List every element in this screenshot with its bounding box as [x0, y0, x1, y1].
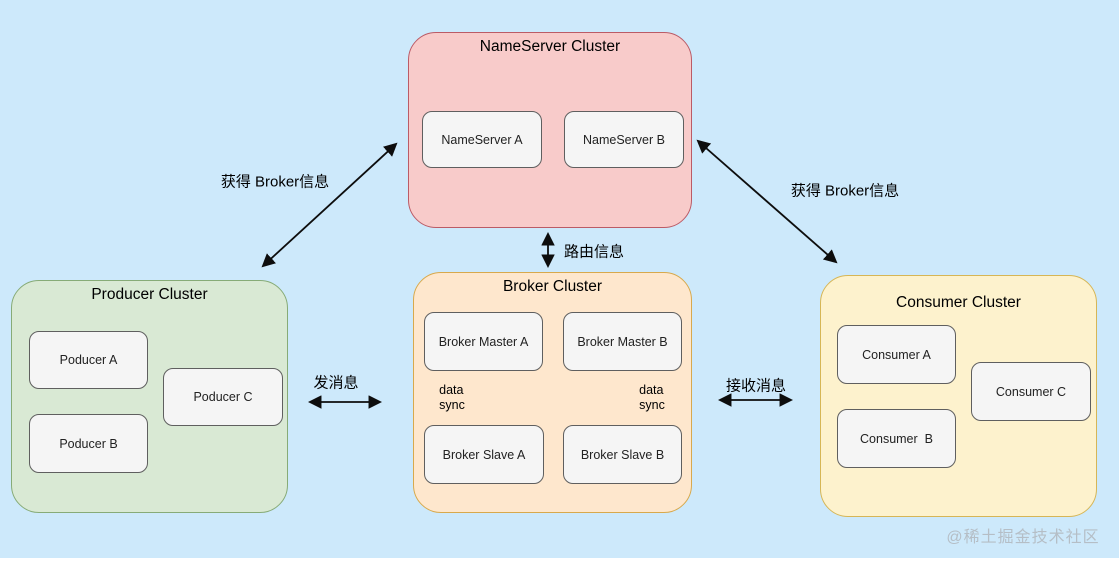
- node-poducer-b: Poducer B: [29, 414, 148, 473]
- consumer-cluster: Consumer Cluster Consumer A Consumer C C…: [820, 275, 1097, 517]
- edge-label-broker-consumer: 接收消息: [725, 377, 787, 395]
- edge-label-data-sync-a: data sync: [439, 383, 465, 412]
- edge-label-producer-nameserver: 获得 Broker信息: [220, 173, 330, 191]
- node-broker-master-a: Broker Master A: [424, 312, 543, 371]
- edge-label-data-sync-b: data sync: [639, 383, 665, 412]
- node-broker-master-b: Broker Master B: [563, 312, 682, 371]
- node-consumer-a: Consumer A: [837, 325, 956, 384]
- edge-label-producer-broker: 发消息: [313, 374, 359, 392]
- edge-label-nameserver-broker: 路由信息: [563, 243, 625, 261]
- node-consumer-b: Consumer B: [837, 409, 956, 468]
- node-consumer-c: Consumer C: [971, 362, 1091, 421]
- node-broker-slave-a: Broker Slave A: [424, 425, 544, 484]
- producer-cluster-title: Producer Cluster: [91, 286, 208, 303]
- arrow-producer-nameserver: [261, 142, 398, 268]
- bottom-white-bar: [0, 558, 1119, 562]
- node-nameserver-b: NameServer B: [564, 111, 684, 168]
- node-broker-slave-b: Broker Slave B: [563, 425, 682, 484]
- broker-cluster-title: Broker Cluster: [502, 278, 603, 295]
- edge-label-nameserver-consumer: 获得 Broker信息: [790, 182, 900, 200]
- watermark: @稀土掘金技术社区: [946, 529, 1100, 546]
- node-poducer-a: Poducer A: [29, 331, 148, 389]
- node-nameserver-a: NameServer A: [422, 111, 542, 168]
- nameserver-cluster-title: NameServer Cluster: [479, 38, 621, 55]
- nameserver-cluster: NameServer Cluster NameServer A NameServ…: [408, 32, 692, 228]
- broker-cluster: Broker Cluster Broker Master A Broker Ma…: [413, 272, 692, 513]
- arrow-nameserver-consumer: [696, 139, 838, 264]
- producer-cluster: Producer Cluster Poducer A Poducer C Pod…: [11, 280, 288, 513]
- consumer-cluster-title: Consumer Cluster: [896, 294, 1021, 311]
- node-poducer-c: Poducer C: [163, 368, 283, 426]
